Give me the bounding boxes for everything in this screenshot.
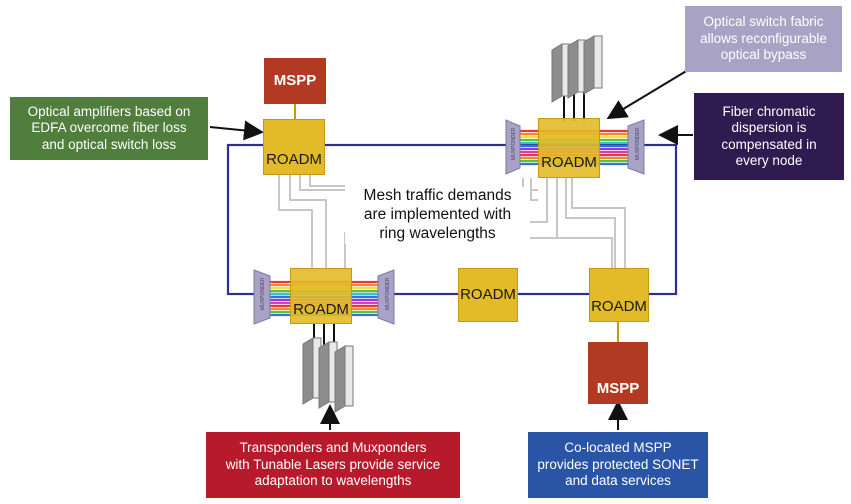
mspp-top: MSPP <box>264 58 326 104</box>
roadm-bottom-middle-label: ROADM <box>460 285 516 303</box>
transponder-rack-top <box>551 35 603 121</box>
mesh-traffic-line: Mesh traffic demands <box>363 187 512 204</box>
callout-co-located-mspp: Co-located MSPP provides protected SONET… <box>528 432 708 498</box>
arrow-switch <box>606 69 689 120</box>
callout-line: dispersion is <box>731 120 807 136</box>
roadm-bottom-left-label: ROADM <box>293 300 349 318</box>
callout-line: and data services <box>565 473 671 489</box>
callout-dispersion: Fiber chromatic dispersion is compensate… <box>694 93 844 180</box>
muxponder-bottom-left-left <box>253 269 271 325</box>
callout-line: Optical switch fabric <box>703 14 824 30</box>
mesh-traffic-line: are implemented with <box>363 205 512 223</box>
callout-line: provides protected SONET <box>537 456 699 472</box>
callout-line: with Tunable Lasers provide service <box>225 456 441 472</box>
muxponder-label: MUXPONDER <box>635 127 641 160</box>
roadm-bottom-right-label: ROADM <box>591 297 647 315</box>
roadm-bottom-middle: ROADM <box>458 268 518 322</box>
muxponder-top-right-left <box>505 119 521 175</box>
callout-line: and optical switch loss <box>41 136 177 152</box>
muxponder-label: MUXPONDER <box>385 277 391 310</box>
callout-optical-amplifiers: Optical amplifiers based on EDFA overcom… <box>10 97 208 160</box>
callout-line: Transponders and Muxponders <box>239 440 427 456</box>
mesh-lightpaths <box>278 174 626 268</box>
mspp-bottom-label: MSPP <box>596 379 640 397</box>
callout-line: every node <box>735 152 803 168</box>
callout-line: compensated in <box>721 136 817 152</box>
roadm-top-right: ROADM <box>538 118 600 178</box>
mesh-traffic-line: ring wavelengths <box>379 224 496 242</box>
muxponder-label: MUXPONDER <box>260 277 266 310</box>
mesh-traffic-note: Mesh traffic demands are implemented wit… <box>345 187 530 244</box>
callout-transponders: Transponders and Muxponders with Tunable… <box>206 432 460 498</box>
roadm-top-right-label: ROADM <box>541 153 597 171</box>
callout-line: EDFA overcome fiber loss <box>31 120 187 136</box>
fiber-ring <box>226 143 678 296</box>
muxponder-label: MUXPONDER <box>511 127 517 160</box>
muxponder-top-right-right <box>627 119 645 175</box>
callout-line: Optical amplifiers based on <box>27 103 191 119</box>
muxponder-bottom-left-right <box>377 269 395 325</box>
mspp-bottom: MSPP <box>588 342 648 404</box>
roadm-top-left-label: ROADM <box>266 150 322 168</box>
callout-line: Co-located MSPP <box>564 440 672 456</box>
roadm-top-left: ROADM <box>263 119 325 175</box>
callout-line: optical bypass <box>720 47 807 63</box>
callout-line: adaptation to wavelengths <box>254 473 412 489</box>
arrow-amplifiers <box>209 120 264 141</box>
callout-optical-switch: Optical switch fabric allows reconfigura… <box>685 6 842 72</box>
roadm-bottom-right: ROADM <box>589 268 649 322</box>
callout-line: Fiber chromatic <box>722 103 816 119</box>
roadm-bottom-left: ROADM <box>290 268 352 324</box>
callout-line: allows reconfigurable <box>700 30 827 46</box>
mspp-top-label: MSPP <box>273 71 317 89</box>
transponder-rack-bottom <box>302 323 354 413</box>
